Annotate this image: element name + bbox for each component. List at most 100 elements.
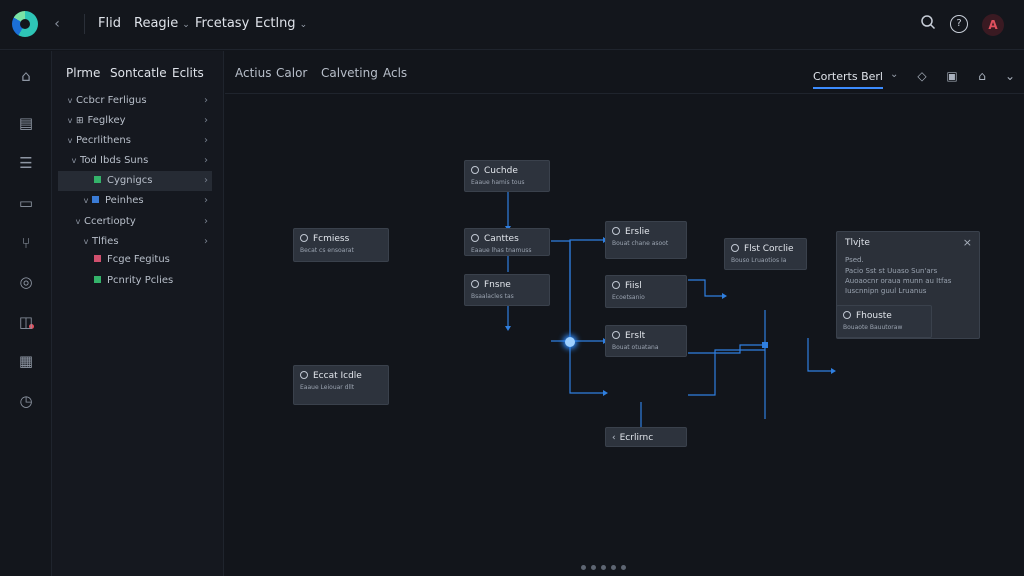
diamond-icon[interactable]: ◇ — [917, 69, 927, 83]
sidebar-tab[interactable]: Sontcatle — [110, 66, 167, 80]
expand-toggle-icon[interactable]: v — [67, 96, 73, 105]
status-square-icon — [94, 255, 101, 262]
panel-text: Iuscnnipn guul Lruanus — [845, 287, 927, 295]
menu-ectlng[interactable]: Ectlng⌄ — [255, 16, 308, 31]
back-chevron-icon[interactable]: ‹ — [54, 16, 60, 32]
main-tab[interactable]: Actius — [235, 66, 272, 80]
chevron-right-icon: › — [204, 115, 208, 126]
active-port[interactable] — [565, 337, 575, 347]
list-icon[interactable]: ☰ — [19, 154, 33, 172]
image-icon[interactable]: ▣ — [946, 69, 958, 83]
expand-toggle-icon[interactable]: v — [67, 136, 73, 145]
flow-canvas[interactable]: Cuchde Eaaue hamis tous Fcmiess Becat cs… — [225, 94, 1024, 576]
main-tab[interactable]: Calor — [276, 66, 308, 80]
help-icon[interactable]: ? — [950, 15, 968, 33]
main-tab[interactable]: Acls — [383, 66, 408, 80]
page-indicator[interactable] — [581, 555, 631, 570]
flow-node[interactable]: Fnsne Bsaalacles tas — [464, 274, 550, 306]
arrowhead — [505, 326, 511, 331]
edge — [688, 279, 722, 297]
menu-frcetasy[interactable]: Frcetasy — [195, 16, 250, 31]
flow-node[interactable]: ‹Ecrlirnc — [605, 427, 687, 447]
node-icon — [300, 234, 308, 242]
page-dot[interactable] — [591, 565, 596, 570]
chevron-down-icon[interactable]: ⌄ — [1004, 69, 1016, 83]
expand-toggle-icon[interactable]: v — [83, 237, 89, 246]
flow-node[interactable]: Canttes Eaaue lhas tnamuss — [464, 228, 550, 256]
notification-dot — [29, 324, 34, 329]
sidebar-tab[interactable]: Plrme — [66, 66, 101, 80]
flow-node[interactable]: Erslt Bouat otuatana — [605, 325, 687, 357]
top-bar: ‹ Flid Reagie⌄ Frcetasy Ectlng⌄ ? A — [0, 0, 1024, 50]
clock-icon[interactable]: ◷ — [19, 392, 33, 410]
panel-text: Pacio Sst st Uuaso Sun'ars — [845, 267, 938, 275]
node-icon — [843, 311, 851, 319]
connections-icon[interactable]: ⑂ — [21, 234, 31, 252]
flow-node[interactable]: Fhouste Bouaote Bauutoraw — [836, 305, 932, 338]
node-icon — [612, 227, 620, 235]
search-icon[interactable] — [918, 14, 938, 34]
panel-text: Psed. — [845, 256, 864, 264]
page-dot[interactable] — [621, 565, 626, 570]
expand-toggle-icon[interactable]: v — [83, 196, 89, 205]
panel-text: Auoaocnr oraua munn au Itfas — [845, 277, 952, 285]
flow-node[interactable]: Erslie Bouat chane asoot — [605, 221, 687, 259]
app-logo[interactable] — [12, 11, 38, 37]
chevron-right-icon: › — [204, 175, 208, 186]
expand-toggle-icon[interactable]: v — [67, 116, 73, 125]
page-dot[interactable] — [601, 565, 606, 570]
sidebar-tab[interactable]: Eclits — [172, 66, 204, 80]
close-icon[interactable]: × — [962, 236, 972, 249]
layers-icon[interactable]: ◫ — [18, 313, 34, 331]
activity-icon[interactable]: ◎ — [19, 273, 33, 291]
flow-node[interactable]: Fiisl Ecoetsanio — [605, 275, 687, 308]
junction-point — [762, 342, 768, 348]
tree-item-selected[interactable]: Cygnigcs› — [58, 171, 212, 191]
document-icon[interactable]: ▤ — [18, 114, 34, 132]
flow-node[interactable]: Fcmiess Becat cs ensoarat — [293, 228, 389, 262]
avatar[interactable]: A — [982, 14, 1004, 36]
window-icon[interactable]: ▭ — [18, 194, 34, 212]
node-icon — [300, 371, 308, 379]
chevron-right-icon: › — [204, 236, 208, 247]
status-square-icon — [94, 276, 101, 283]
page-dot[interactable] — [611, 565, 616, 570]
node-icon — [471, 234, 479, 242]
menu-reagie[interactable]: Reagie⌄ — [134, 16, 190, 31]
icon-rail: ⌂ ▤ ☰ ▭ ⑂ ◎ ◫ ▦ ◷ ≡ — [0, 51, 52, 576]
expand-toggle-icon[interactable]: v — [71, 156, 77, 165]
arrowhead — [722, 293, 727, 299]
table-icon[interactable]: ▦ — [18, 352, 34, 370]
arrowhead — [603, 390, 608, 396]
edge — [688, 349, 765, 396]
expand-toggle-icon[interactable]: v — [75, 217, 81, 226]
tree-item[interactable]: Fcge Fegitus — [58, 250, 212, 270]
edge — [688, 344, 765, 354]
view-selector[interactable]: Corterts Berl — [813, 69, 883, 89]
chevron-right-icon: › — [204, 195, 208, 206]
grid-icon: ⊞ — [76, 116, 84, 126]
status-square-icon — [92, 196, 99, 203]
node-icon — [731, 244, 739, 252]
main-area: Actius Calor Calveting Acls Corterts Ber… — [225, 51, 1024, 576]
flow-node[interactable]: Eccat Icdle Eaaue Leiouar dllt — [293, 365, 389, 405]
menu-file[interactable]: Flid — [98, 16, 121, 31]
edge-layer — [505, 191, 836, 432]
home-icon[interactable]: ⌂ — [978, 69, 986, 83]
tree-item[interactable]: v⊞Feglkey› — [58, 111, 212, 131]
main-tab[interactable]: Calveting — [321, 66, 378, 80]
edge — [807, 338, 834, 372]
home-icon[interactable]: ⌂ — [21, 67, 31, 85]
page-dot[interactable] — [581, 565, 586, 570]
flow-node[interactable]: Flst Corclie Bouso Lruaotios Ia — [724, 238, 807, 270]
tree-item[interactable]: Pcnrity Pclies — [58, 271, 212, 291]
flow-node[interactable]: Cuchde Eaaue hamis tous — [464, 160, 550, 192]
chevron-down-icon[interactable]: ⌄ — [890, 69, 899, 80]
